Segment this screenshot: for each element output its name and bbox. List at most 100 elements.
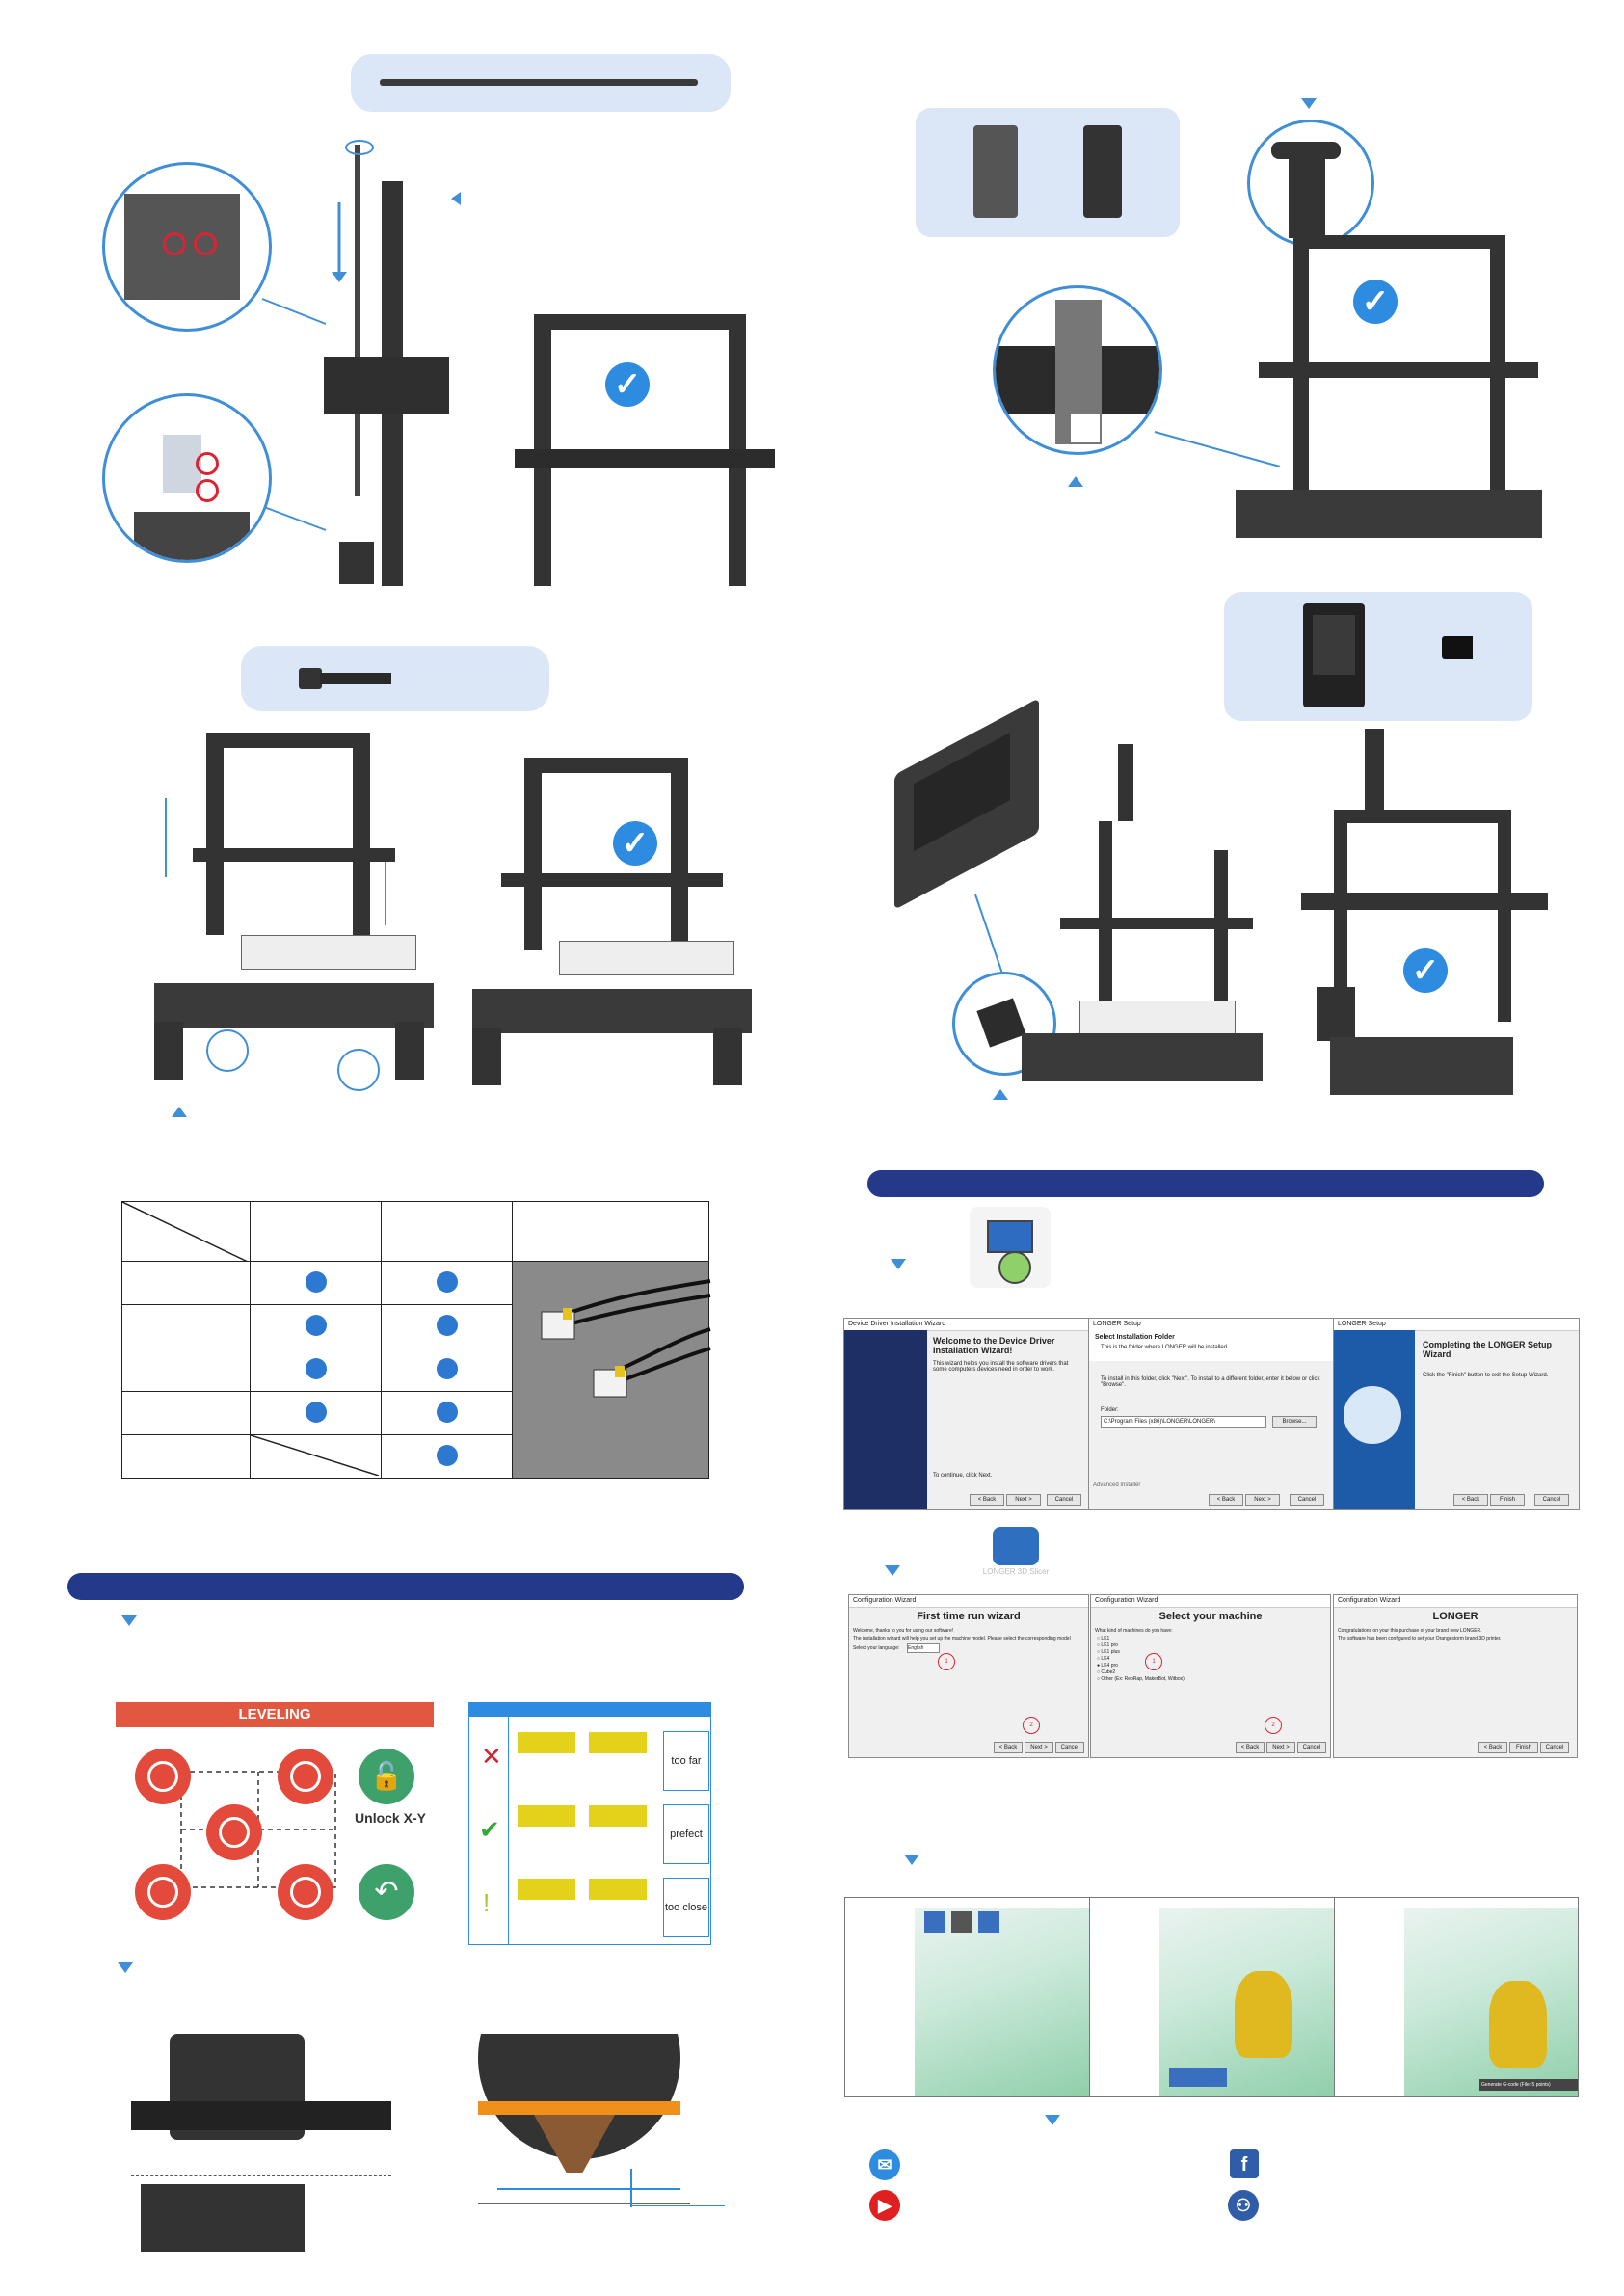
driver-wizard-window: Device Driver Installation Wizard Welcom… [843,1318,1090,1510]
nozzle-state-too-far: too far [663,1731,709,1791]
cancel-button[interactable]: Cancel [1297,1742,1326,1753]
callout-coupler [102,393,272,563]
spool-holder-part [1083,125,1122,218]
machine-option[interactable]: ○ Cube2 [1097,1669,1116,1675]
level-point-front-right[interactable] [278,1749,333,1804]
finish-button[interactable]: Finish [1490,1494,1525,1506]
config-wizard-select-machine: Configuration Wizard Select your machine… [1090,1594,1331,1758]
screw-part [1442,636,1473,659]
folder-input[interactable]: C:\Program Files (x86)\LONGER\LONGER\ [1101,1416,1266,1428]
z-motor [339,542,374,584]
next-button[interactable]: Next > [1266,1742,1295,1753]
step-marker-1: 1 [938,1653,955,1670]
slicer-screen-generate-gcode: Generate G-code (File: 5 points) [1334,1897,1579,2097]
callout-endstop [993,285,1162,455]
frame-done-illustration [515,307,775,586]
connection-dot [436,1444,458,1466]
callout-arrows-top-left [261,202,341,531]
nozzle-closeup [478,2034,729,2261]
window-title: LONGER Setup [1334,1319,1579,1331]
down-arrow-icon [885,1565,900,1576]
wizard-line: Congratulations on your this purchase of… [1338,1628,1482,1634]
callout-arrow-endstop [1154,431,1281,467]
youtube-icon[interactable]: ▶ [869,2190,900,2221]
wizard-body: This wizard helps you install the softwa… [933,1361,1069,1373]
unlock-xy-button[interactable]: 🔓 [359,1749,414,1804]
rotate-symbol [345,140,374,155]
wizard-heading: LONGER [1432,1611,1478,1622]
machine-option[interactable]: ○ LK1 [1097,1636,1110,1642]
setup-folder-window: LONGER Setup Select Installation Folder … [1088,1318,1335,1510]
nozzle-state-perfect: prefect [663,1804,709,1864]
printer-assembly-3 [1022,744,1263,1120]
language-select[interactable]: English [907,1643,940,1653]
level-point-front-left[interactable] [135,1749,191,1804]
check-icon: ✓ [1353,280,1398,324]
email-icon[interactable]: ✉ [869,2149,900,2180]
setup-complete-window: LONGER Setup Completing the LONGER Setup… [1333,1318,1580,1510]
table-row-label [121,1304,251,1348]
machine-option[interactable]: ○ Other (Ex: RepRap, MakerBot, Witbox) [1097,1676,1185,1682]
wizard-heading: Welcome to the Device Driver Installatio… [933,1336,1055,1355]
check-icon: ✓ [1403,948,1448,993]
machine-option[interactable]: ○ LK4 [1097,1656,1110,1662]
window-title: Configuration Wizard [1334,1595,1577,1608]
next-button[interactable]: Next > [1006,1494,1041,1506]
back-button[interactable]: < Back [1209,1494,1243,1506]
cancel-button[interactable]: Cancel [1540,1742,1569,1753]
printer-front-view [1301,729,1552,1105]
wizard-body: Click the "Finish" button to exit the Se… [1423,1373,1549,1378]
connection-dot [305,1314,327,1336]
connection-dot [305,1270,327,1293]
cancel-button[interactable]: Cancel [1534,1494,1569,1506]
advanced-installer-label: Advanced Installer [1093,1482,1141,1488]
nozzle-state-too-close: too close [663,1878,709,1937]
slicer-screen-model-loaded [1089,1897,1336,2097]
lead-screw-rod [380,79,698,86]
machine-question: What kind of machines do you have: [1095,1628,1173,1634]
finish-button[interactable]: Finish [1509,1742,1538,1753]
facebook-icon[interactable]: f [1230,2149,1259,2178]
back-button[interactable]: < Back [1453,1494,1488,1506]
group-icon[interactable]: ⚇ [1228,2190,1259,2221]
machine-option-selected[interactable]: ● LK4 pro [1097,1663,1118,1669]
back-button[interactable]: < Back [994,1742,1023,1753]
next-button[interactable]: Next > [1245,1494,1280,1506]
cancel-button[interactable]: Cancel [1055,1742,1084,1753]
screen-parts-pill [1224,592,1532,721]
cable-photo [512,1261,711,1479]
machine-option[interactable]: ○ LK1 plus [1097,1649,1120,1655]
hex-screw [299,668,391,689]
connection-dot [436,1357,458,1379]
endstop-part [973,125,1018,218]
wizard-line: The software has been configured to set … [1338,1636,1502,1642]
machine-option[interactable]: ○ LK1 pro [1097,1642,1118,1648]
table-header [381,1201,513,1262]
wizard-heading: Select Installation Folder [1095,1334,1175,1341]
back-button[interactable]: < Back [1478,1742,1507,1753]
connection-dot [436,1401,458,1423]
table-row-label [121,1434,251,1479]
up-arrow-icon [993,1089,1008,1100]
screen-arrow [974,894,1003,974]
connection-dot [436,1314,458,1336]
back-button[interactable]: < Back [970,1494,1004,1506]
connection-dot [305,1401,327,1423]
cancel-button[interactable]: Cancel [1290,1494,1324,1506]
back-button[interactable]: < Back [1236,1742,1265,1753]
step-marker-1: 1 [1145,1653,1162,1670]
level-point-center[interactable] [206,1804,262,1860]
cancel-button[interactable]: Cancel [1047,1494,1081,1506]
level-point-back-right[interactable] [278,1864,333,1920]
wizard-heading: Select your machine [1158,1611,1263,1622]
connection-dot [436,1270,458,1293]
config-wizard-finish: Configuration Wizard LONGER Congratulati… [1333,1594,1578,1758]
spool-parts-pill [916,108,1180,237]
back-button[interactable]: ↶ [359,1864,414,1920]
level-point-back-left[interactable] [135,1864,191,1920]
browse-button[interactable]: Browse... [1272,1416,1317,1428]
callout-z-motor-bracket [102,162,272,332]
slicer-app-icon[interactable] [993,1527,1039,1565]
next-button[interactable]: Next > [1025,1742,1053,1753]
wizard-sub: This is the folder where LONGER will be … [1101,1345,1229,1350]
